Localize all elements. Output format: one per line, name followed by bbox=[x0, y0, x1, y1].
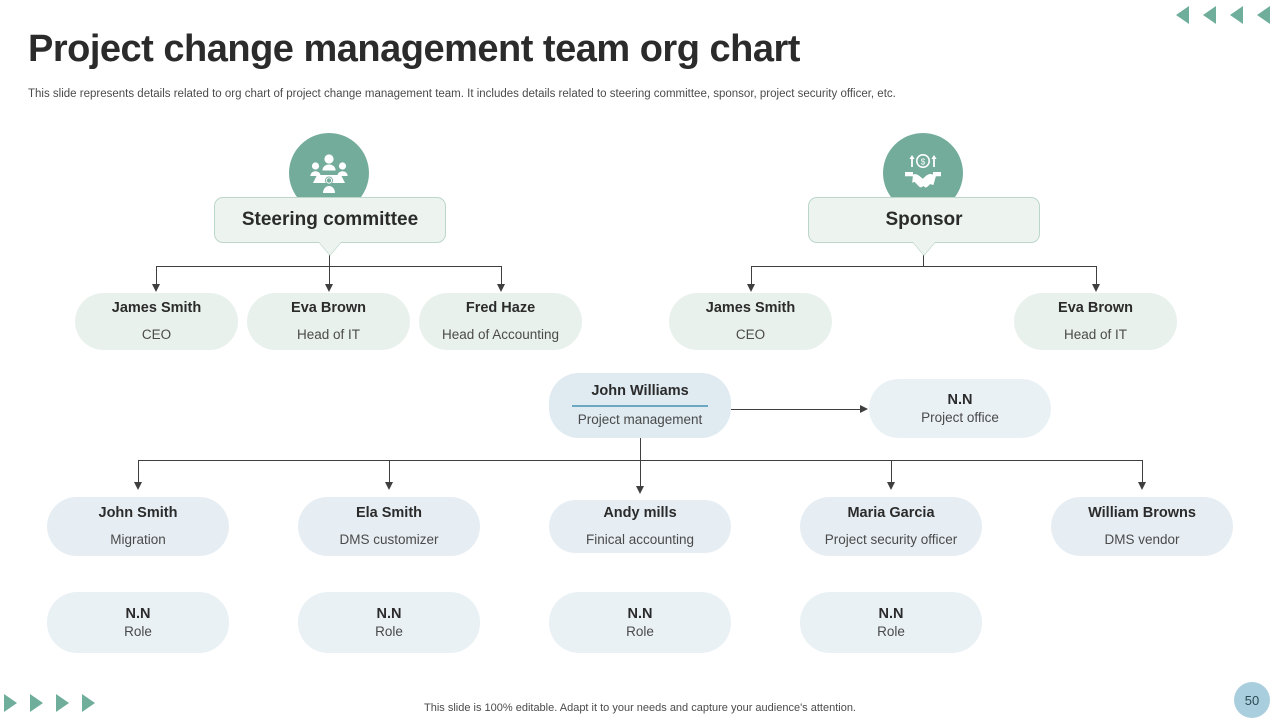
connector-vertical bbox=[640, 438, 641, 460]
project-office-card[interactable]: N.N Project office bbox=[869, 379, 1051, 438]
placeholder-card[interactable]: N.N Role bbox=[549, 592, 731, 653]
person-card[interactable]: Eva Brown Head of IT bbox=[247, 293, 410, 350]
person-card[interactable]: Andy mills Finical accounting bbox=[549, 500, 731, 553]
right-arrow-icon bbox=[56, 694, 69, 712]
connector-arrowhead bbox=[384, 482, 393, 490]
steering-committee-box[interactable]: Steering committee bbox=[214, 197, 446, 243]
left-arrow-icon bbox=[1203, 6, 1216, 24]
person-role: DMS vendor bbox=[1104, 532, 1180, 548]
person-role: Role bbox=[124, 623, 152, 639]
person-card[interactable]: Maria Garcia Project security officer bbox=[800, 497, 982, 556]
left-arrow-icon bbox=[1176, 6, 1189, 24]
person-role: DMS customizer bbox=[339, 532, 439, 548]
sponsor-label: Sponsor bbox=[885, 209, 963, 230]
person-role: CEO bbox=[141, 327, 172, 343]
connector-vertical bbox=[1142, 460, 1143, 483]
connector-vertical bbox=[389, 460, 390, 483]
person-role: Project office bbox=[921, 409, 999, 425]
page-title: Project change management team org chart bbox=[28, 28, 800, 70]
connector-arrowhead bbox=[133, 482, 142, 490]
connector-horizontal bbox=[731, 409, 861, 410]
person-role: Role bbox=[877, 623, 905, 639]
connector-vertical bbox=[501, 266, 502, 285]
connector-arrowhead bbox=[746, 284, 755, 292]
connector-vertical bbox=[923, 254, 924, 267]
person-card[interactable]: Fred Haze Head of Accounting bbox=[419, 293, 582, 350]
connector-vertical bbox=[751, 266, 752, 285]
connector-arrowhead bbox=[151, 284, 160, 292]
right-arrow-icon bbox=[4, 694, 17, 712]
connector-arrowhead bbox=[860, 404, 868, 413]
person-card[interactable]: William Browns DMS vendor bbox=[1051, 497, 1233, 556]
person-name: Maria Garcia bbox=[847, 505, 935, 522]
person-name: James Smith bbox=[111, 300, 202, 317]
steering-committee-label: Steering committee bbox=[241, 209, 419, 230]
person-name: N.N bbox=[878, 605, 904, 622]
bottom-left-arrow-group bbox=[4, 694, 95, 712]
placeholder-card[interactable]: N.N Role bbox=[47, 592, 229, 653]
left-arrow-icon bbox=[1257, 6, 1270, 24]
connector-vertical bbox=[1096, 266, 1097, 285]
connector-vertical bbox=[329, 254, 330, 267]
person-role: Role bbox=[626, 623, 654, 639]
right-arrow-icon bbox=[30, 694, 43, 712]
right-arrow-icon bbox=[82, 694, 95, 712]
left-arrow-icon bbox=[1230, 6, 1243, 24]
person-name: William Browns bbox=[1088, 505, 1196, 522]
person-name: Andy mills bbox=[603, 505, 677, 522]
person-name: N.N bbox=[947, 391, 973, 408]
connector-arrowhead bbox=[324, 284, 333, 292]
connector-vertical bbox=[640, 460, 641, 487]
person-name: Fred Haze bbox=[465, 300, 536, 317]
connector-horizontal bbox=[751, 266, 1097, 267]
person-role: Head of IT bbox=[1063, 327, 1128, 343]
person-name: N.N bbox=[627, 605, 653, 622]
person-card[interactable]: John Smith Migration bbox=[47, 497, 229, 556]
connector-arrowhead bbox=[886, 482, 895, 490]
person-name: N.N bbox=[125, 605, 151, 622]
connector-vertical bbox=[156, 266, 157, 285]
person-role: Role bbox=[375, 623, 403, 639]
person-name: N.N bbox=[376, 605, 402, 622]
connector-vertical bbox=[329, 266, 330, 285]
card-divider bbox=[571, 405, 709, 408]
person-card[interactable]: Ela Smith DMS customizer bbox=[298, 497, 480, 556]
person-card[interactable]: Eva Brown Head of IT bbox=[1014, 293, 1177, 350]
connector-arrowhead bbox=[1091, 284, 1100, 292]
top-right-arrow-group bbox=[1176, 6, 1270, 24]
person-name: John Smith bbox=[98, 505, 178, 522]
person-role: Project security officer bbox=[824, 532, 958, 548]
person-card[interactable]: James Smith CEO bbox=[669, 293, 832, 350]
connector-arrowhead bbox=[1137, 482, 1146, 490]
page-subtitle: This slide represents details related to… bbox=[28, 88, 896, 100]
person-name: James Smith bbox=[705, 300, 796, 317]
footer-note: This slide is 100% editable. Adapt it to… bbox=[424, 702, 856, 714]
person-role: Head of IT bbox=[296, 327, 361, 343]
person-role: Head of Accounting bbox=[441, 327, 560, 343]
placeholder-card[interactable]: N.N Role bbox=[800, 592, 982, 653]
person-role: Finical accounting bbox=[585, 532, 695, 548]
person-role: Migration bbox=[110, 532, 166, 548]
connector-vertical bbox=[891, 460, 892, 483]
svg-text:$: $ bbox=[921, 158, 926, 167]
project-lead-card[interactable]: John Williams Project management bbox=[549, 373, 731, 438]
person-card[interactable]: James Smith CEO bbox=[75, 293, 238, 350]
connector-arrowhead bbox=[496, 284, 505, 292]
connector-arrowhead bbox=[635, 486, 644, 494]
connector-vertical bbox=[138, 460, 139, 483]
person-name: John Williams bbox=[591, 383, 689, 400]
person-role: Project management bbox=[577, 412, 703, 428]
person-name: Ela Smith bbox=[355, 505, 423, 522]
person-name: Eva Brown bbox=[1058, 300, 1133, 317]
page-number: 50 bbox=[1234, 682, 1270, 718]
person-name: Eva Brown bbox=[291, 300, 366, 317]
placeholder-card[interactable]: N.N Role bbox=[298, 592, 480, 653]
sponsor-box[interactable]: Sponsor bbox=[808, 197, 1040, 243]
person-role: CEO bbox=[735, 327, 766, 343]
